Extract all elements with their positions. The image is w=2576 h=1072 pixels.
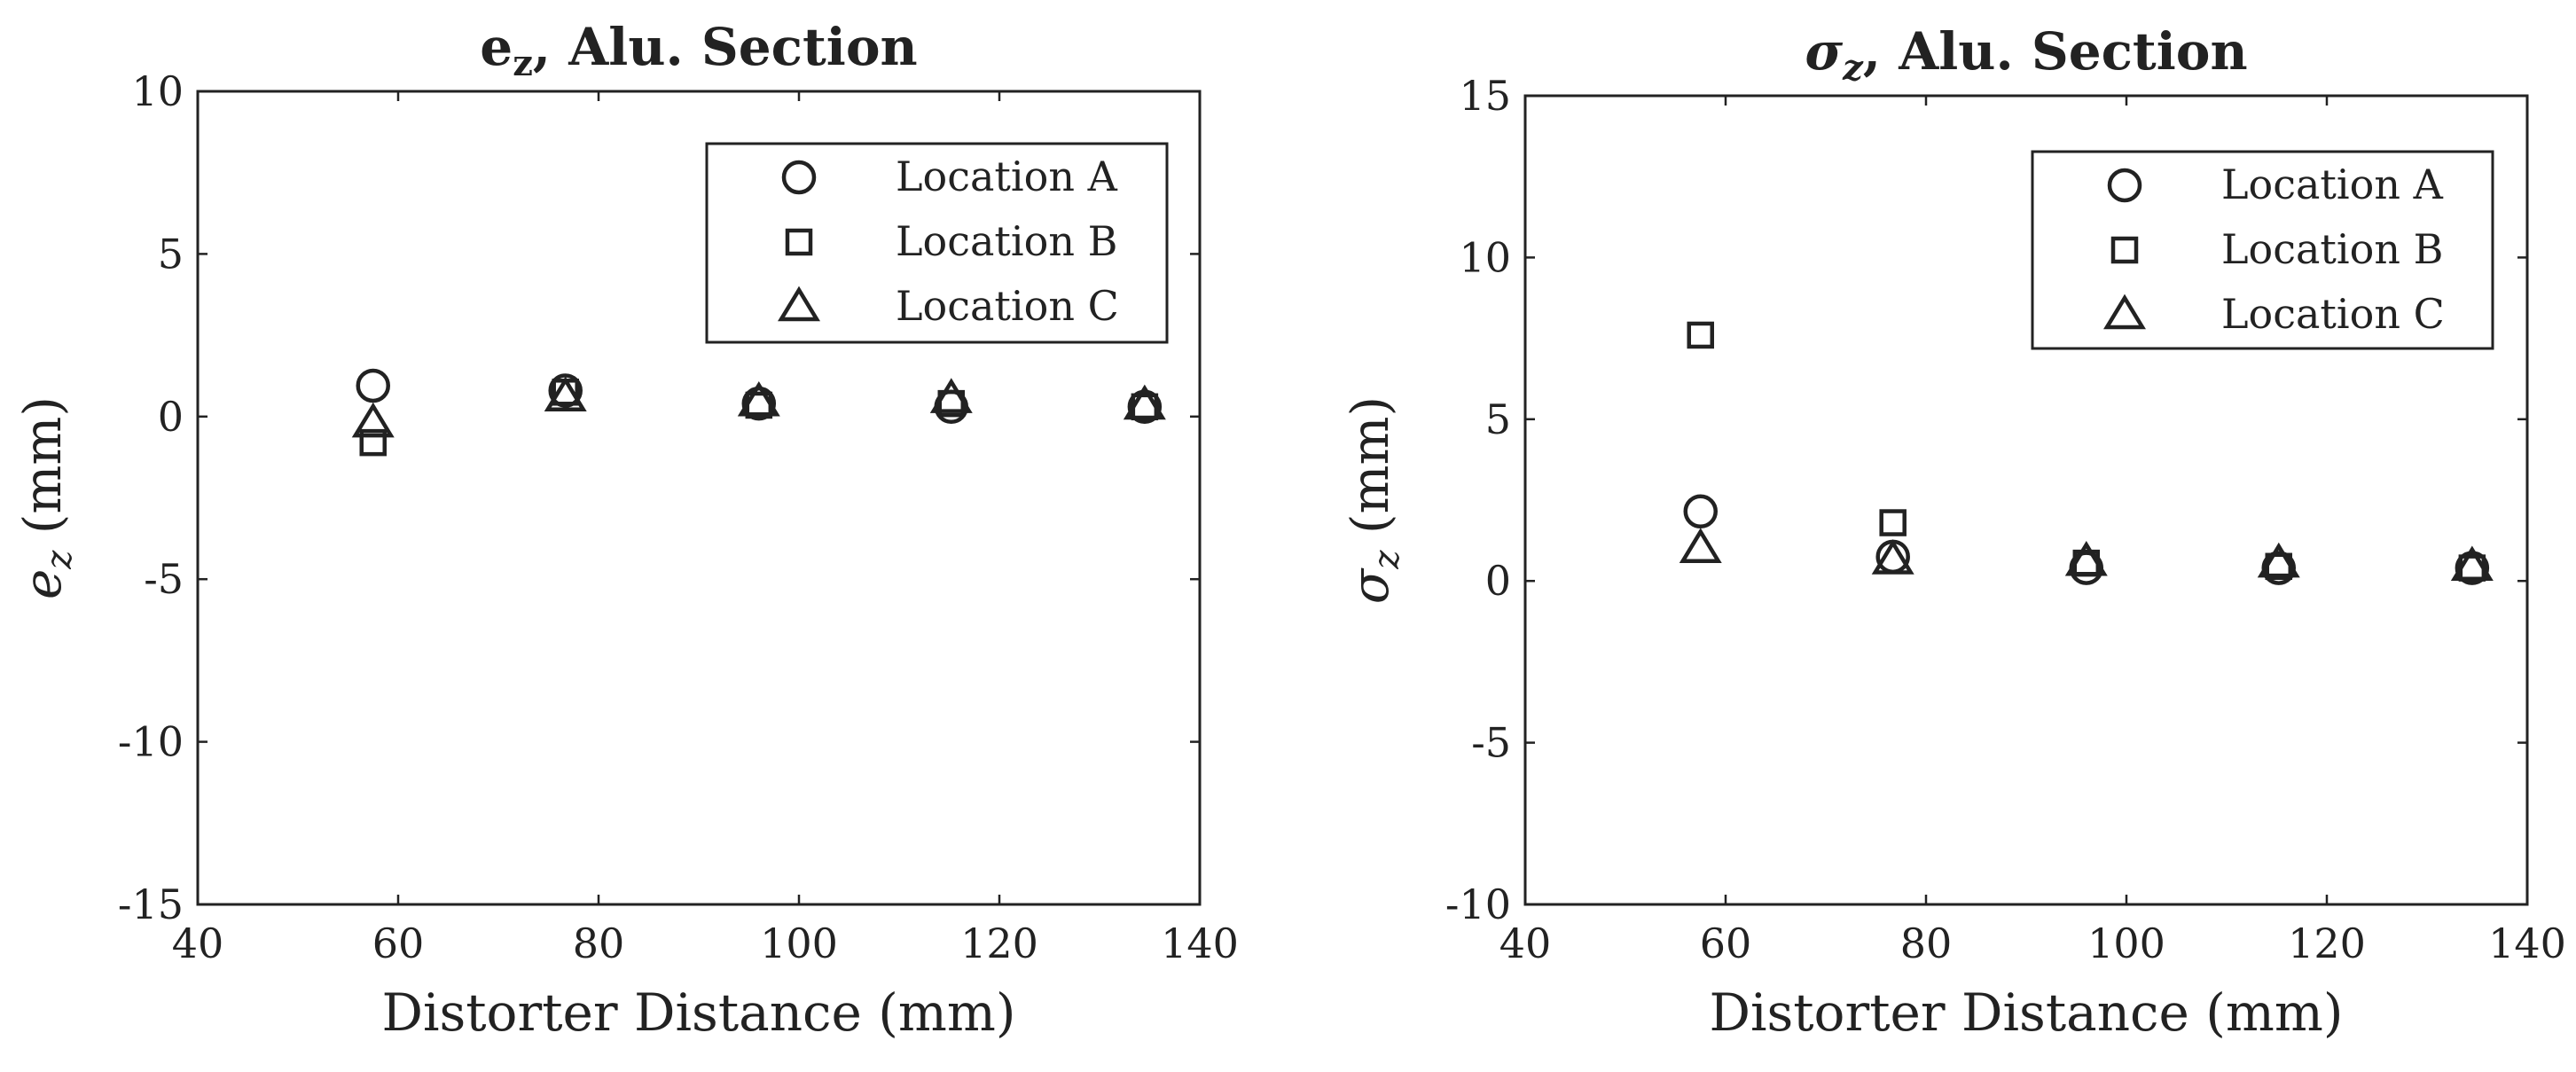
y-tick-label: -5 <box>144 555 184 603</box>
y-tick-label: -15 <box>118 880 184 928</box>
data-point-triangle <box>2450 545 2494 582</box>
legend: Location A Location B Location C <box>2031 150 2494 350</box>
y-tick-label: 10 <box>131 67 184 115</box>
data-point-circle <box>1683 494 1718 529</box>
data-point-triangle <box>2257 542 2300 578</box>
legend-label: Location A <box>2221 160 2444 208</box>
series-triangle <box>1679 528 2494 582</box>
legend-label: Location A <box>896 153 1118 200</box>
x-tick-label: 40 <box>1499 919 1552 967</box>
x-tick-label: 60 <box>372 919 425 967</box>
data-point-triangle <box>544 376 587 412</box>
data-point-triangle <box>1871 539 1914 575</box>
chart-title-symbol: e <box>480 17 513 77</box>
y-tick-label: 5 <box>158 230 184 278</box>
y-tick-label: 10 <box>1459 233 1511 281</box>
data-point-square <box>1687 321 1714 349</box>
y-axis-label-symbol: e <box>12 569 73 599</box>
data-point-square <box>359 428 387 457</box>
chart-title-symbol: σ <box>1805 21 1843 82</box>
y-tick-label: 0 <box>1485 557 1511 605</box>
x-tick-label: 80 <box>1900 919 1953 967</box>
legend-marker-circle <box>2107 168 2142 203</box>
data-point-square <box>1879 509 1907 536</box>
x-tick-label: 100 <box>760 919 838 967</box>
data-point-circle <box>356 368 390 403</box>
y-tick-label: 0 <box>158 393 184 441</box>
data-point-triangle <box>2064 540 2108 576</box>
x-tick-label: 120 <box>960 919 1038 967</box>
legend-marker-circle <box>781 160 817 195</box>
legend-label: Location C <box>2221 290 2445 338</box>
chart-title-subscript: z <box>513 43 533 84</box>
x-tick-label: 60 <box>1700 919 1752 967</box>
x-tick-label: 80 <box>573 919 625 967</box>
x-tick-label: 120 <box>2288 919 2366 967</box>
chart-title-text: , Alu. Section <box>533 17 918 77</box>
x-axis-label: Distorter Distance (mm) <box>1709 982 2343 1043</box>
y-tick-label: -5 <box>1471 719 1511 767</box>
data-point-triangle <box>929 378 973 413</box>
data-point-triangle <box>1123 384 1166 420</box>
x-tick-label: 100 <box>2087 919 2165 967</box>
x-tick-label: 140 <box>2488 919 2566 967</box>
x-axis-label: Distorter Distance (mm) <box>381 982 1015 1043</box>
data-point-triangle <box>737 380 780 417</box>
y-axis-label: ez (mm) <box>12 396 80 599</box>
y-axis-label-unit: (mm) <box>1340 396 1400 551</box>
legend-marker-triangle <box>2103 293 2146 330</box>
y-tick-label: 5 <box>1485 395 1511 443</box>
chart-title-subscript: z <box>1842 47 1864 89</box>
series-triangle <box>351 376 1166 438</box>
y-axis-label-unit: (mm) <box>12 396 73 551</box>
chart-title: σz, Alu. Section <box>1805 21 2247 89</box>
legend-label: Location B <box>896 217 1117 265</box>
y-axis-label-subscript: z <box>39 550 80 570</box>
legend: Location A Location B Location C <box>705 142 1169 344</box>
y-axis-label: σz (mm) <box>1340 396 1407 604</box>
data-point-triangle <box>351 402 395 438</box>
legend-marker-square <box>785 228 813 256</box>
x-tick-label: 40 <box>172 919 224 967</box>
legend-marker-square <box>2110 236 2139 264</box>
legend-label: Location B <box>2221 225 2443 273</box>
y-axis-label-subscript: z <box>1366 550 1407 570</box>
y-axis-label-symbol: σ <box>1340 567 1400 604</box>
y-tick-label: 15 <box>1459 72 1511 120</box>
chart-title: ez, Alu. Section <box>480 17 917 84</box>
legend-label: Location C <box>896 282 1119 330</box>
chart-title-text: , Alu. Section <box>1863 21 2248 82</box>
y-tick-label: -10 <box>1445 880 1511 928</box>
legend-marker-triangle <box>778 286 820 322</box>
x-tick-label: 140 <box>1161 919 1239 967</box>
y-tick-label: -10 <box>118 718 184 766</box>
data-point-triangle <box>1679 528 1722 563</box>
